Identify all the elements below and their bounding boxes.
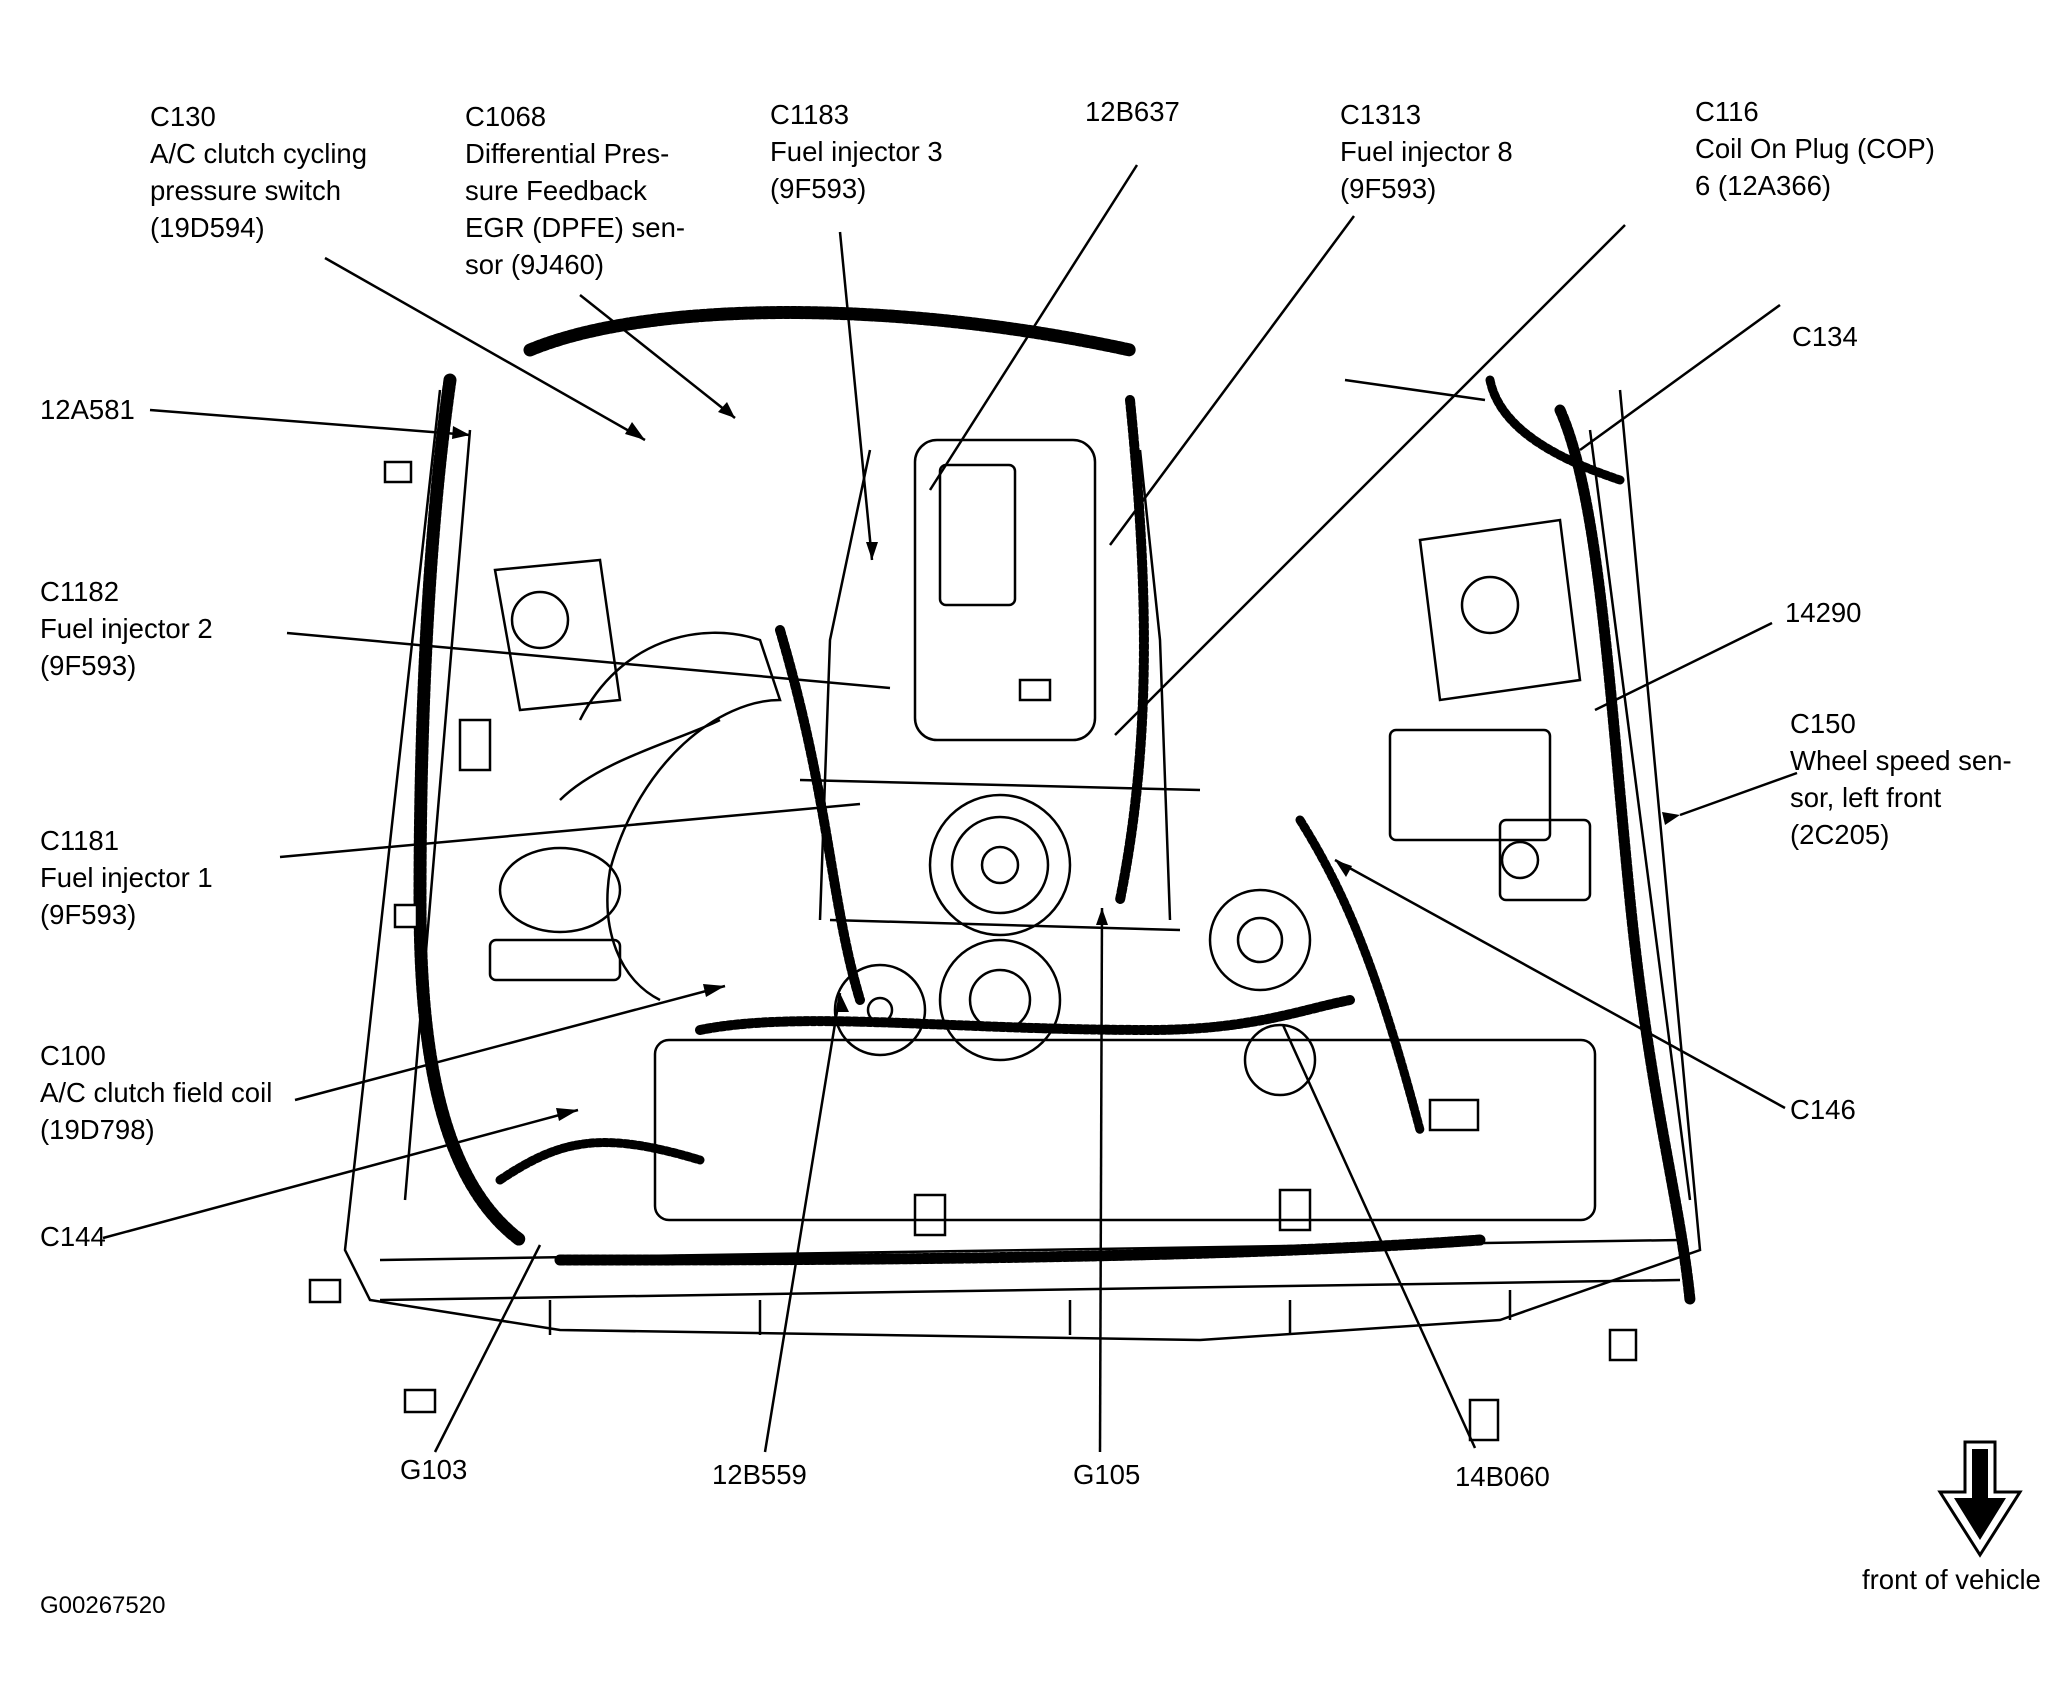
figure-code: G00267520 [40,1592,166,1619]
front-of-vehicle-label: front of vehicle [1862,1564,2041,1595]
battery-and-fuse-box [1388,728,1592,902]
callout-c1068: C1068 Differential Pres- sure Feedback E… [465,101,686,280]
callout-c1183: C1183 Fuel injector 3 (9F593) [770,99,943,204]
connector-plugs [308,460,1638,1442]
radiator-core-support [653,1038,1597,1237]
callout-14b060: 14B060 [1455,1461,1550,1492]
wiring-harness-bundles [413,306,1696,1306]
callout-c134: C134 [1792,321,1858,352]
vehicle-body-outline [343,389,1702,1342]
shock-towers [493,518,1582,712]
callout-c100: C100 A/C clutch field coil (19D798) [40,1040,273,1145]
callout-g105: G105 [1073,1459,1141,1490]
callout-c146: C146 [1790,1094,1856,1125]
callout-12b637: 12B637 [1085,96,1180,127]
front-of-vehicle-arrow-icon [1937,1440,2023,1558]
arrowheads [452,402,1680,1121]
air-intake-tube [488,631,782,1002]
callout-c1181: C1181 Fuel injector 1 (9F593) [40,825,213,930]
callout-c144: C144 [40,1221,106,1252]
callout-c150: C150 Wheel speed sen- sor, left front (2… [1790,708,2012,850]
callout-c1313: C1313 Fuel injector 8 (9F593) [1340,99,1513,204]
leader-lines [102,164,1798,1453]
callout-12a581: 12A581 [40,394,135,425]
callout-g103: G103 [400,1454,468,1485]
callout-c1182: C1182 Fuel injector 2 (9F593) [40,576,213,681]
callout-14290: 14290 [1785,597,1862,628]
front-accessory-pulleys [833,793,1317,1097]
callout-c130: C130 A/C clutch cycling pressure switch … [150,101,368,243]
callout-c116: C116 Coil On Plug (COP) 6 (12A366) [1695,96,1935,201]
callout-12b559: 12B559 [712,1459,807,1490]
